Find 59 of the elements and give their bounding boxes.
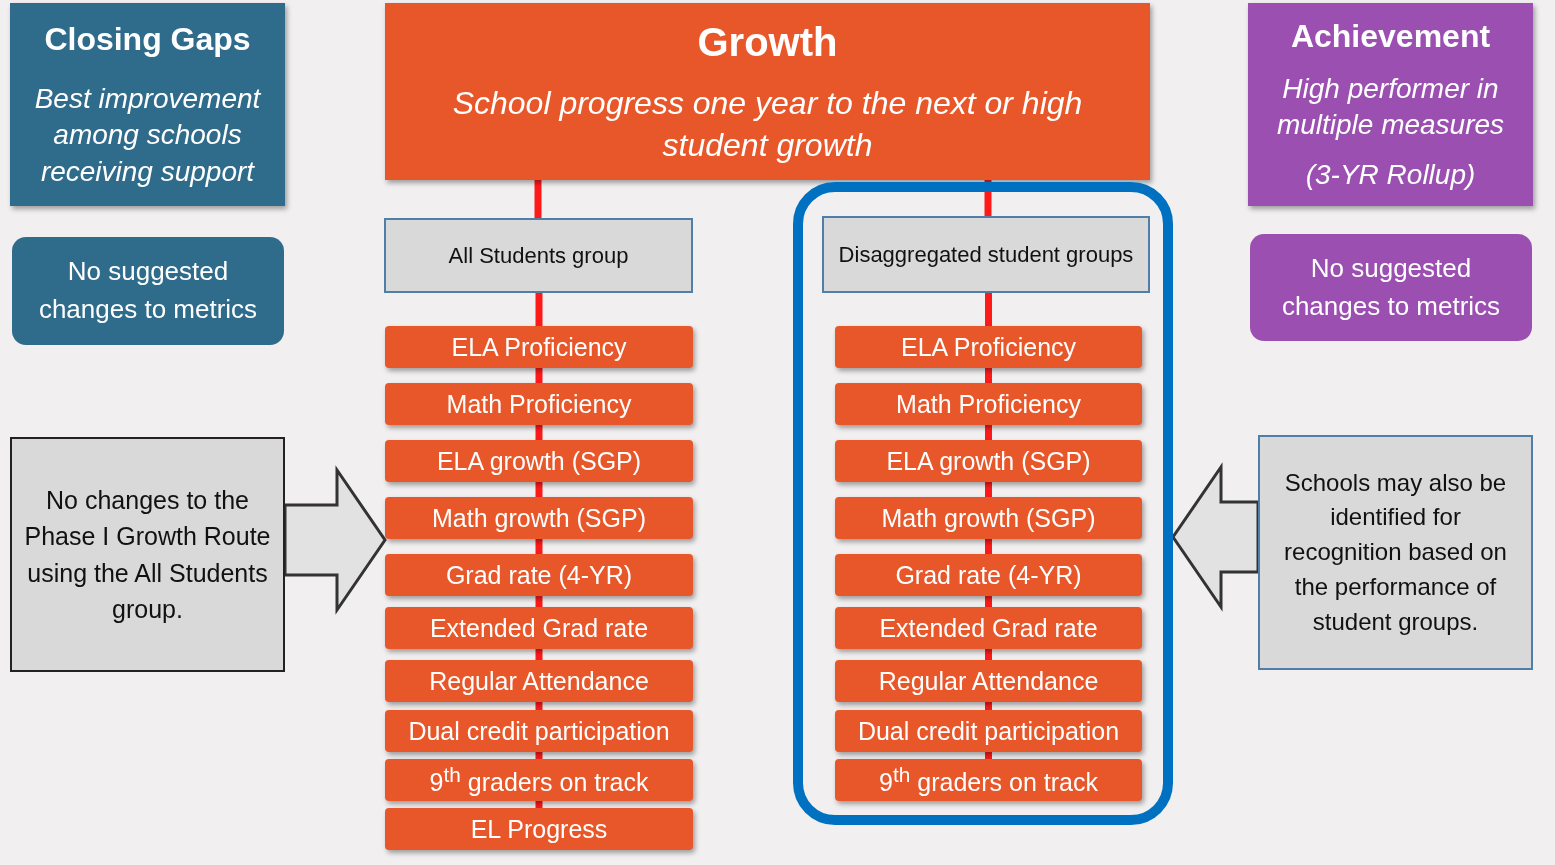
- connector-line: [985, 539, 992, 554]
- metric-bar: Math growth (SGP): [385, 497, 693, 539]
- connector-line: [535, 702, 543, 710]
- connector-line: [535, 482, 543, 497]
- metric-bar: Grad rate (4-YR): [385, 554, 693, 596]
- connector-line: [534, 180, 542, 218]
- connector-line: [985, 293, 992, 326]
- metric-bar: Math Proficiency: [835, 383, 1142, 425]
- note-box: No suggested changes to metrics: [12, 237, 284, 345]
- info-panel: [1248, 3, 1533, 206]
- connector-line: [535, 368, 543, 383]
- connector-line: [985, 368, 992, 383]
- connector-line: [535, 752, 543, 759]
- panel-subtitle: School progress one year to the next or high student growth: [451, 84, 1084, 165]
- metric-bar: Regular Attendance: [835, 660, 1142, 702]
- connector-line: [985, 702, 992, 710]
- info-panel: [10, 3, 285, 206]
- panel-subtitle: (3-YR Rollup): [1305, 157, 1476, 192]
- connector-line: [985, 752, 992, 759]
- metric-bar: Math Proficiency: [385, 383, 693, 425]
- connector-line: [535, 539, 543, 554]
- panel-subtitle: Best improvement among schools receiving support: [33, 81, 262, 189]
- connector-line: [984, 180, 992, 216]
- header-panel: [385, 3, 1150, 180]
- connector-line: [535, 293, 543, 326]
- note-box: Schools may also be identified for recognition based on the performance of student groups.: [1258, 435, 1533, 670]
- metric-bar: EL Progress: [385, 808, 693, 850]
- connector-line: [985, 596, 992, 607]
- metric-bar: Grad rate (4-YR): [835, 554, 1142, 596]
- panel-subtitle: High performer in multiple measures: [1275, 71, 1506, 143]
- metric-bar: 9$^{th}$ graders on track: [385, 759, 693, 801]
- connector-line: [535, 425, 543, 440]
- metric-bar: Extended Grad rate: [385, 607, 693, 649]
- metric-bar: Regular Attendance: [385, 660, 693, 702]
- metric-bar: Dual credit participation: [385, 710, 693, 752]
- metric-bar: Math growth (SGP): [835, 497, 1142, 539]
- metric-bar: ELA Proficiency: [385, 326, 693, 368]
- connector-line: [985, 649, 992, 660]
- note-box: No changes to the Phase I Growth Route using the All Students group.: [10, 437, 285, 672]
- metric-bar: 9$^{th}$ graders on track: [835, 759, 1142, 801]
- connector-line: [985, 425, 992, 440]
- metric-bar: ELA Proficiency: [835, 326, 1142, 368]
- metric-bar: Dual credit participation: [835, 710, 1142, 752]
- block-arrow: [283, 465, 387, 615]
- panel-heading: Growth: [697, 19, 838, 67]
- panel-heading: Achievement: [1290, 16, 1491, 56]
- connector-line: [985, 482, 992, 497]
- connector-line: [535, 596, 543, 607]
- group-box: Disaggregated student groups: [822, 216, 1150, 293]
- metric-bar: Extended Grad rate: [835, 607, 1142, 649]
- group-box: All Students group: [384, 218, 693, 293]
- note-box: No suggested changes to metrics: [1250, 234, 1532, 341]
- connector-line: [535, 801, 543, 808]
- metric-bar: ELA growth (SGP): [385, 440, 693, 482]
- metric-bar: ELA growth (SGP): [835, 440, 1142, 482]
- highlight-outline: [793, 182, 1173, 825]
- block-arrow: [1171, 462, 1260, 612]
- panel-heading: Closing Gaps: [44, 20, 251, 60]
- connector-line: [535, 649, 543, 660]
